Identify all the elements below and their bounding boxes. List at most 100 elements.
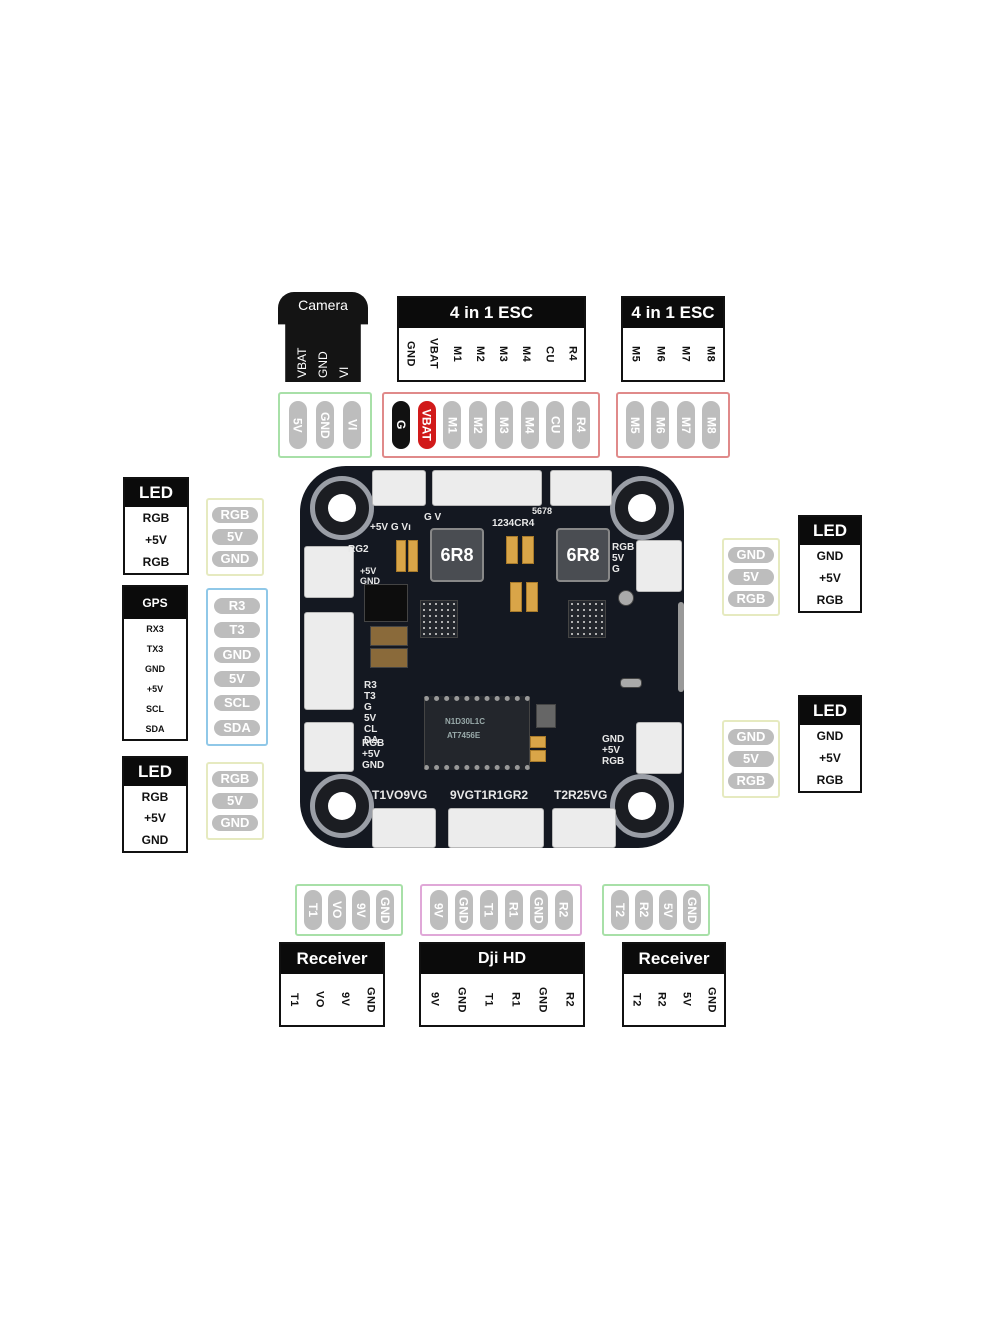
receiver-legend-1: Receiver T1 VO 9V GND (279, 942, 385, 1027)
camera-legend: Camera VBAT GND VI (278, 292, 368, 382)
capacitor (530, 736, 546, 748)
gps-pin-label: TX3 (146, 644, 164, 654)
receiver-pin-label: T2 (630, 992, 643, 1007)
capacitor (526, 582, 538, 612)
esc-pin-label: GND (404, 341, 417, 367)
pad: R3 (214, 598, 260, 615)
pad: R2 (635, 890, 653, 930)
mounting-hole (310, 476, 374, 540)
pad: 5V (214, 671, 260, 688)
esc2-pad-group: M5 M6 M7 M8 (616, 392, 730, 458)
esc-pin-label: M7 (679, 345, 692, 363)
esc-pin-label: M2 (473, 345, 486, 363)
led-pin-label: GND (816, 549, 844, 563)
receiver-pin-label: GND (364, 986, 377, 1013)
pad: M8 (702, 401, 721, 449)
inductor-small (370, 626, 408, 646)
pad: RGB (728, 591, 774, 607)
pad: 5V (659, 890, 677, 930)
pad: M6 (651, 401, 670, 449)
esc-driver-chip (568, 600, 606, 638)
esc-pin-label: M4 (520, 345, 533, 363)
silk-label: 5V (612, 553, 625, 564)
gps-pad-group: R3 T3 GND 5V SCL SDA (206, 588, 268, 746)
djihd-pin-label: R1 (509, 991, 522, 1008)
pad: GND (212, 815, 258, 831)
pad: GND (728, 729, 774, 745)
pad: M5 (625, 401, 644, 449)
pad: M4 (520, 401, 539, 449)
pad: SDA (214, 719, 260, 736)
esc-legend-2: 4 in 1 ESC M5 M6 M7 M8 (621, 296, 725, 382)
small-chip (536, 704, 556, 728)
pad: M2 (469, 401, 488, 449)
chip-text: N1D30L1C (445, 717, 486, 726)
pad: GND (454, 890, 473, 930)
led-pin-label: RGB (142, 555, 170, 569)
esc-pin-label: M8 (704, 345, 717, 363)
pad: M1 (443, 401, 462, 449)
led-legend-right-top: LED GND +5V RGB (798, 515, 862, 613)
mounting-hole (610, 774, 674, 838)
pad: 5V (212, 529, 258, 545)
camera-pad-group: 5V GND VI (278, 392, 372, 458)
djihd-legend: Dji HD 9V GND T1 R1 GND R2 (419, 942, 585, 1027)
esc-pin-label: M6 (654, 345, 667, 363)
led-legend-left-top: LED RGB +5V RGB (123, 477, 189, 575)
receiver-pin-label: R2 (655, 991, 668, 1008)
led-left-bottom-pad-group: RGB 5V GND (206, 762, 264, 840)
capacitor (510, 582, 522, 612)
pad: R2 (554, 890, 573, 930)
crystal (620, 678, 642, 688)
pad: M7 (676, 401, 695, 449)
pad: VBAT (417, 401, 436, 449)
silk-label: RGB (612, 542, 635, 553)
silk-label: +5V (602, 745, 621, 756)
led-pin-label: RGB (816, 593, 844, 607)
silk-label: 1234CR4 (492, 518, 535, 529)
led-right-top-pad-group: GND 5V RGB (722, 538, 780, 616)
pad: T1 (304, 890, 322, 930)
esc1-pad-group: G VBAT M1 M2 M3 M4 CU R4 (382, 392, 600, 458)
pad: RGB (212, 771, 258, 787)
receiver2-pad-group: T2 R2 5V GND (602, 884, 710, 936)
capacitor (396, 540, 406, 572)
voltage-regulator (364, 584, 408, 622)
esc-legend-2-title: 4 in 1 ESC (623, 298, 723, 328)
receiver-legend-title: Receiver (624, 944, 724, 974)
pad: CU (546, 401, 565, 449)
led-pin-label: RGB (141, 789, 169, 804)
pad: 5V (212, 793, 258, 809)
chip-text: AT7456E (447, 731, 481, 740)
silk-label: RGB (362, 738, 385, 749)
inductor-small (370, 648, 408, 668)
esc-pin-label: R4 (566, 346, 579, 362)
flight-controller-board: 6R8 6R8 N1D30L1C AT7456E +5V G Vı G V 56… (300, 466, 684, 848)
esc-legend-1-title: 4 in 1 ESC (399, 298, 584, 328)
inductor-label: 6R8 (566, 544, 600, 565)
pad: T3 (214, 622, 260, 639)
led-left-top-pad-group: RGB 5V GND (206, 498, 264, 576)
led-pin-label: +5V (819, 571, 841, 585)
connector-receiver1 (372, 808, 436, 848)
connector-led-left-top (304, 546, 354, 598)
gps-pin-label: GND (145, 664, 165, 674)
inductor-label: 6R8 (440, 544, 474, 565)
pad: 9V (352, 890, 370, 930)
silk-label: T1VO9VG (372, 788, 428, 802)
esc-pin-label: M5 (629, 345, 642, 363)
led-pin-label: RGB (142, 511, 170, 525)
djihd-pin-label: R2 (563, 991, 576, 1008)
pad: GND (315, 401, 334, 449)
djihd-pin-label: GND (536, 986, 549, 1013)
osd-chip: N1D30L1C AT7456E (424, 696, 530, 770)
silk-label: G (364, 702, 372, 713)
silk-label: 5678 (532, 506, 553, 516)
receiver-pin-label: 5V (680, 992, 693, 1007)
usb-port-housing (678, 602, 684, 692)
receiver-legend-2: Receiver T2 R2 5V GND (622, 942, 726, 1027)
inductor: 6R8 (430, 528, 484, 582)
connector-camera (372, 470, 426, 506)
camera-pin-label: VI (336, 366, 351, 378)
pad: GND (212, 551, 258, 567)
